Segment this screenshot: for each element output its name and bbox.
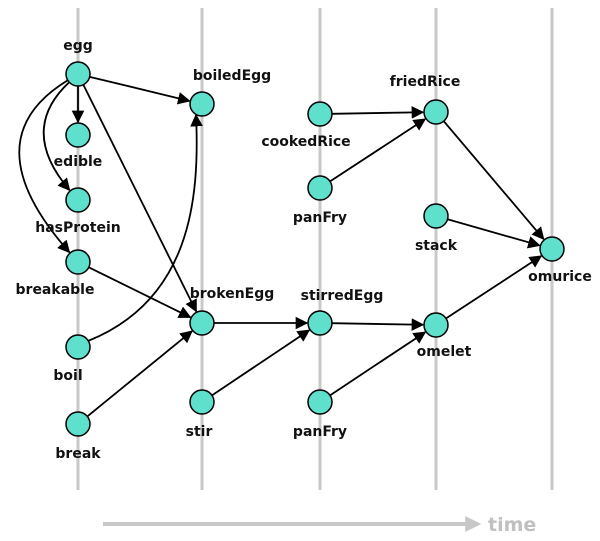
edge-stirredEgg-to-omelet bbox=[331, 318, 425, 331]
nodes: egg edible hasProtein breakable boil break boi… bbox=[16, 38, 592, 462]
node-omurice: omurice bbox=[528, 236, 592, 285]
node-omelet-label: omelet bbox=[417, 344, 472, 360]
node-break-label: break bbox=[55, 446, 101, 462]
node-egg-label: egg bbox=[63, 38, 93, 54]
node-panFry1-label: panFry bbox=[293, 210, 347, 226]
edge-friedRice-to-omurice bbox=[443, 120, 545, 241]
node-stack: stack bbox=[415, 203, 458, 254]
node-breakable-label: breakable bbox=[16, 282, 95, 298]
edge-stir-to-stirredEgg bbox=[211, 329, 311, 397]
node-stir-circle bbox=[189, 389, 215, 415]
edges bbox=[18, 75, 545, 418]
node-stir: stir bbox=[186, 389, 215, 440]
node-omurice-label: omurice bbox=[528, 269, 592, 285]
node-break-circle bbox=[65, 411, 91, 437]
node-boil-circle bbox=[65, 334, 91, 360]
node-stack-circle bbox=[423, 203, 449, 229]
node-friedRice-label: friedRice bbox=[390, 74, 461, 90]
node-omelet-circle bbox=[423, 312, 449, 338]
node-panFry1: panFry bbox=[293, 175, 347, 226]
edge-stack-to-omurice bbox=[447, 218, 541, 249]
node-friedRice-circle bbox=[423, 99, 449, 125]
edge-panFry2-to-omelet bbox=[329, 331, 427, 397]
edge-break-to-brokenEgg bbox=[86, 330, 193, 418]
node-hasProtein-label: hasProtein bbox=[35, 220, 120, 236]
node-egg-circle bbox=[65, 61, 91, 87]
edge-egg-to-breakable bbox=[18, 79, 71, 254]
node-break: break bbox=[55, 411, 101, 462]
node-panFry2-label: panFry bbox=[293, 424, 347, 440]
node-cookedRice-circle bbox=[307, 101, 333, 127]
node-friedRice: friedRice bbox=[390, 74, 461, 125]
node-panFry2-circle bbox=[307, 389, 333, 415]
node-stack-label: stack bbox=[415, 238, 458, 254]
node-breakable-circle bbox=[65, 249, 91, 275]
edge-cookedRice-to-friedRice bbox=[331, 106, 425, 119]
node-edible: edible bbox=[54, 122, 103, 170]
edge-egg-to-brokenEgg bbox=[82, 84, 198, 313]
node-boil: boil bbox=[53, 334, 91, 384]
node-boil-label: boil bbox=[53, 368, 82, 384]
edge-boil-to-boiledEgg bbox=[87, 113, 203, 342]
node-egg: egg bbox=[63, 38, 93, 87]
node-panFry2: panFry bbox=[293, 389, 347, 440]
node-edible-circle bbox=[65, 122, 91, 148]
node-edible-label: edible bbox=[54, 154, 103, 170]
time-label: time bbox=[488, 514, 536, 536]
edge-egg-to-boiledEgg bbox=[89, 75, 191, 105]
node-stir-label: stir bbox=[186, 424, 213, 440]
node-breakable: breakable bbox=[16, 249, 95, 298]
time-axis: time bbox=[103, 514, 536, 536]
edge-omelet-to-omurice bbox=[445, 255, 543, 320]
node-cookedRice: cookedRice bbox=[261, 101, 351, 150]
node-hasProtein-circle bbox=[65, 187, 91, 213]
node-boiledEgg: boiledEgg bbox=[189, 68, 271, 117]
node-stirredEgg: stirredEgg bbox=[301, 288, 384, 336]
time-lanes bbox=[76, 8, 554, 490]
node-omurice-circle bbox=[539, 236, 565, 262]
node-boiledEgg-label: boiledEgg bbox=[193, 68, 271, 84]
node-stirredEgg-circle bbox=[307, 310, 333, 336]
node-cookedRice-label: cookedRice bbox=[261, 134, 350, 150]
node-omelet: omelet bbox=[417, 312, 472, 360]
node-brokenEgg-circle bbox=[189, 310, 215, 336]
edge-panFry1-to-friedRice bbox=[329, 118, 427, 183]
node-brokenEgg-label: brokenEgg bbox=[190, 286, 275, 302]
node-panFry1-circle bbox=[307, 175, 333, 201]
node-brokenEgg: brokenEgg bbox=[189, 286, 275, 336]
node-stirredEgg-label: stirredEgg bbox=[301, 288, 384, 304]
edge-breakable-to-brokenEgg bbox=[88, 266, 192, 319]
node-hasProtein: hasProtein bbox=[35, 187, 121, 236]
edge-egg-to-hasProtein bbox=[42, 81, 71, 192]
node-boiledEgg-circle bbox=[189, 91, 215, 117]
